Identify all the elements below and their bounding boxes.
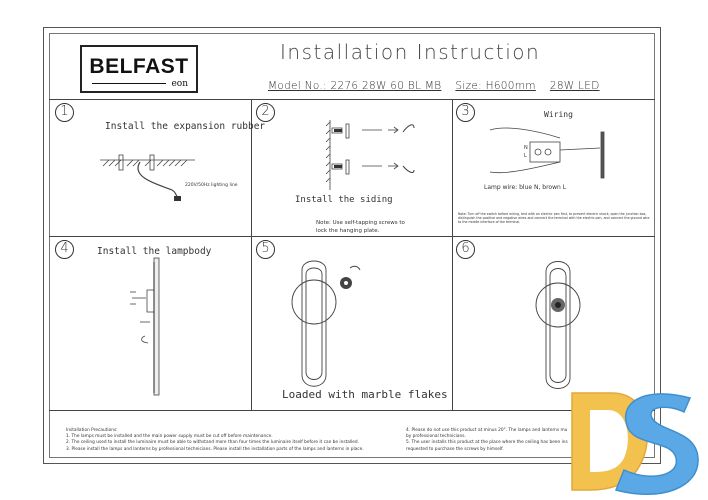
- step2-note-1: Note: Use self-tapping screws to: [316, 220, 405, 226]
- size-spec: Size: H600mm: [455, 80, 536, 92]
- step-number-1: 1: [55, 103, 74, 122]
- step-number-2: 2: [256, 103, 275, 122]
- power-spec: 28W LED: [549, 80, 600, 92]
- brand-sub: eon: [169, 79, 190, 89]
- step4-caption: Install the lampbody: [97, 246, 212, 257]
- precaution-item: 2. The ceiling used to install the lumin…: [66, 440, 360, 446]
- precaution-item: 4. Please do not use this product at min…: [406, 428, 568, 433]
- page-title: Installation Instruction: [280, 40, 541, 64]
- step1-power-label: 220V/50Hz lighting line: [185, 183, 238, 188]
- step2-caption: Install the siding: [295, 195, 393, 205]
- model-number: Model No.: 2276 28W 60 BL MB: [268, 80, 442, 92]
- precaution-item: requested to purchase the screws by hims…: [406, 446, 504, 452]
- terminal-label-n: N: [524, 145, 528, 151]
- precautions-left: Installation Precautions: 1. The lamps m…: [66, 428, 364, 453]
- precaution-item: 3. Please install the lamps and lanterns…: [66, 446, 364, 452]
- precaution-item: 1. The lamps must be installed and the m…: [66, 434, 273, 440]
- step3-wire-label: Lamp wire: blue N, brown L: [484, 184, 567, 191]
- precautions-heading: Installation Precautions:: [66, 428, 118, 433]
- precaution-item: 5. The user installs this product at the…: [406, 440, 568, 446]
- step3-caption: Wiring: [544, 110, 573, 119]
- step-number-4: 4: [55, 240, 74, 259]
- step1-caption: Install the expansion rubber: [105, 121, 266, 132]
- step5-caption: Loaded with marble flakes: [282, 388, 448, 401]
- step3-fine-print: Note: Turn off the switch before wiring,…: [458, 212, 650, 224]
- terminal-label-l: L: [524, 153, 527, 159]
- step-number-3: 3: [456, 103, 475, 122]
- precaution-item: by professional technicians.: [406, 434, 466, 440]
- model-info: Model No.: 2276 28W 60 BL MB Size: H600mm…: [268, 80, 614, 92]
- step-number-6: 6: [456, 240, 475, 259]
- brand-logo: BELFAST eon: [80, 45, 198, 93]
- brand-name: BELFAST: [89, 55, 189, 78]
- step-number-5: 5: [256, 240, 275, 259]
- step2-note-2: lock the hanging plate.: [316, 228, 380, 234]
- precautions-right: 4. Please do not use this product at min…: [406, 428, 568, 453]
